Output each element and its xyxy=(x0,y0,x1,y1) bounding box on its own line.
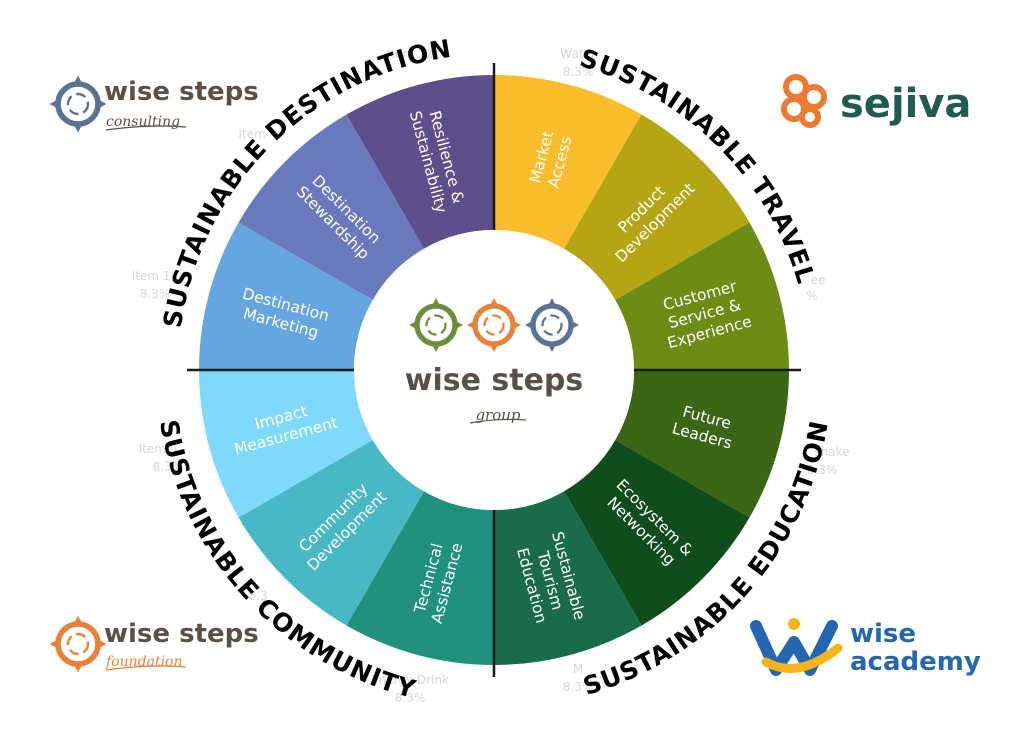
wise-steps-foundation-logo: wise steps foundation xyxy=(49,615,259,673)
wheel-center xyxy=(354,230,634,510)
sejiva-logo: sejiva xyxy=(781,74,971,128)
wheel-segment-12 xyxy=(346,75,494,249)
center-sub-underline xyxy=(469,418,527,424)
compass-blue-icon xyxy=(49,75,107,133)
wheel-segment-7 xyxy=(346,491,494,665)
wise-academy-logo: wise academy xyxy=(750,618,981,677)
academy-swoosh-icon xyxy=(761,643,843,673)
academy-line1: wise xyxy=(850,619,916,649)
ghost-label: Energy Drink xyxy=(371,673,449,687)
ghost-label: Item xyxy=(238,127,265,141)
ghost-label: 8.3% xyxy=(153,460,184,474)
ghost-label: 8.3% xyxy=(395,691,426,705)
ghost-label-layer: Item 12 Water 8.3% Item 10 8.3% Item 9 8… xyxy=(132,47,850,705)
wheel-segment-11 xyxy=(238,114,424,300)
foundation-brand: wise steps xyxy=(104,619,259,649)
ghost-label: Water xyxy=(560,47,596,61)
ghost-label: 8.3% xyxy=(563,680,594,694)
ghost-label: 8.3% xyxy=(140,287,171,301)
wheel-segment-3 xyxy=(615,222,789,370)
foundation-underline xyxy=(105,665,187,671)
academy-dot-icon xyxy=(788,618,800,630)
compass-orange-icon xyxy=(49,615,107,673)
consulting-brand: wise steps xyxy=(104,77,259,107)
center-brand-text: wise steps xyxy=(405,363,584,398)
ghost-label: ee xyxy=(811,273,826,287)
wheel-segment-1 xyxy=(494,75,642,249)
sejiva-knot-icon xyxy=(781,74,827,128)
ghost-label: shake xyxy=(814,445,849,459)
center-group-logo xyxy=(409,298,579,352)
wheel-segments: MarketAccessProductDevelopmentCustomerSe… xyxy=(199,75,789,665)
segment-label: CustomerService &Experience xyxy=(656,276,754,352)
ghost-label: M xyxy=(573,662,583,676)
ghost-label: Item 10 xyxy=(132,269,178,283)
ghost-label: 8.3% xyxy=(807,463,838,477)
wheel-segment-9 xyxy=(199,370,373,518)
wheel-segment-8 xyxy=(238,440,424,626)
ghost-label: Item 9 xyxy=(139,442,178,456)
quadrant-dividers xyxy=(187,63,801,677)
ghost-label: 8.3 xyxy=(248,589,267,603)
ghost-label: Item 12 xyxy=(387,47,433,61)
wheel-segment-10 xyxy=(199,222,373,370)
foundation-sub: foundation xyxy=(105,654,183,670)
wheel-segment-4 xyxy=(615,370,789,518)
academy-line2: academy xyxy=(850,647,981,677)
wheel-segment-2 xyxy=(564,114,750,300)
ghost-label: % xyxy=(724,599,735,613)
wheel-segment-5 xyxy=(564,440,750,626)
consulting-underline xyxy=(105,125,187,131)
academy-w-icon xyxy=(750,620,838,676)
sejiva-brand: sejiva xyxy=(840,81,971,127)
consulting-sub: consulting xyxy=(106,114,180,130)
ghost-label: 8.3% xyxy=(563,65,594,79)
wheel-segment-6 xyxy=(494,491,642,665)
ghost-label: % xyxy=(806,289,817,303)
wise-steps-consulting-logo: wise steps consulting xyxy=(49,75,259,133)
